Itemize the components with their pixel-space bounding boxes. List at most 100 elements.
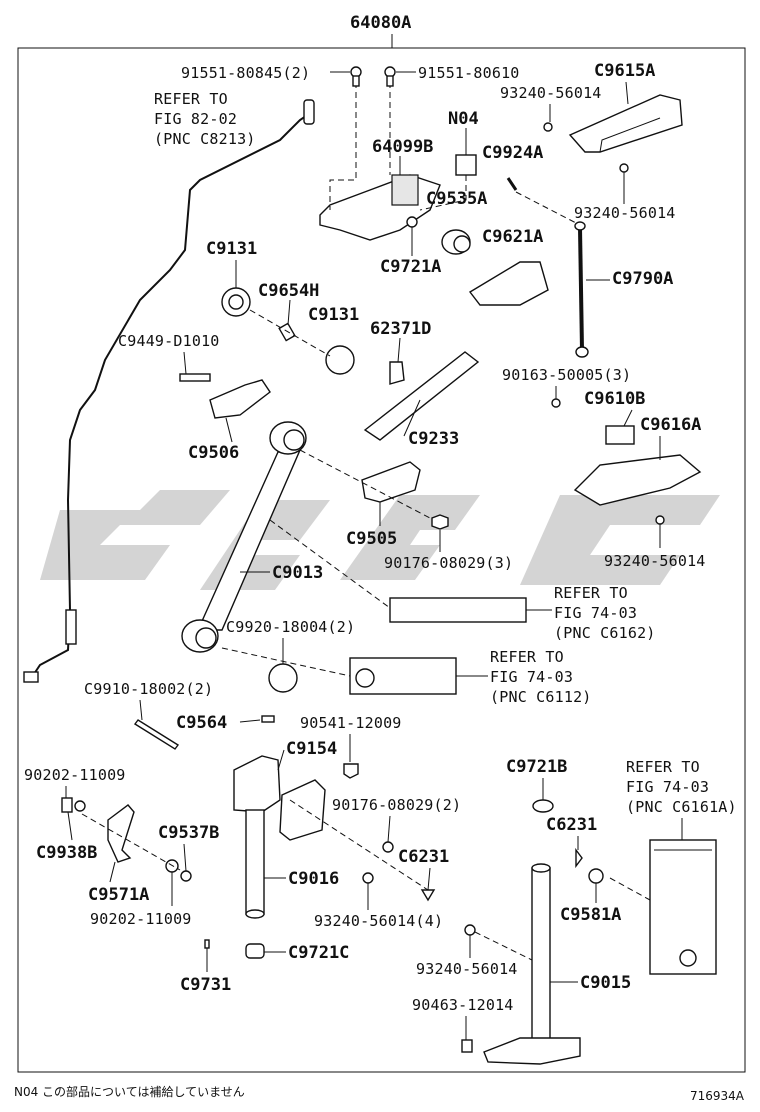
- switch-n04-dash: [419, 175, 467, 211]
- post-c9016: [245, 809, 265, 919]
- cap-90541: [343, 763, 359, 779]
- label-90541-12009: 90541-12009: [300, 714, 402, 732]
- bolt-91551-80845: [350, 66, 362, 87]
- label-c9721c: C9721C: [288, 943, 349, 963]
- ref-82-02-line-2: FIG 82-02: [154, 110, 237, 128]
- ref-c6112-line-1: REFER TO: [490, 648, 564, 666]
- label-c9615a: C9615A: [594, 61, 655, 81]
- sticker-dash-c: [609, 877, 651, 901]
- label-c9920-18004: C9920-18004(2): [226, 618, 355, 636]
- label-c9938b: C9938B: [36, 843, 97, 863]
- label-c9154: C9154: [286, 739, 337, 759]
- ref-82-02-line-1: REFER TO: [154, 90, 228, 108]
- bracket-dash: [289, 799, 429, 891]
- sticker-c6112-icon: [355, 668, 375, 688]
- pin-c9924a: [506, 177, 518, 191]
- label-c9721b: C9721B: [506, 757, 567, 777]
- label-91551-80845: 91551-80845(2): [181, 64, 310, 82]
- ref-c6162-line-3: (PNC C6162): [554, 624, 656, 642]
- pin-dash: [515, 191, 581, 226]
- label-c6231-b: C6231: [398, 847, 449, 867]
- nut-c9537b: [180, 870, 192, 882]
- label-c9506: C9506: [188, 443, 239, 463]
- label-leaders: [65, 71, 661, 1040]
- sticker-c6162: [389, 597, 527, 623]
- label-90463-12014: 90463-12014: [412, 996, 514, 1014]
- arm-c9013: [181, 421, 307, 653]
- label-n04: N04: [448, 109, 479, 129]
- label-c9571a: C9571A: [88, 885, 149, 905]
- latch-dash: [81, 813, 181, 871]
- label-c9731: C9731: [180, 975, 231, 995]
- cable-part: [23, 99, 315, 683]
- ref-c6161a-line-2: FIG 74-03: [626, 778, 709, 796]
- jack-dash: [474, 931, 533, 961]
- label-c9564: C9564: [176, 713, 227, 733]
- sticker-c6161a: [649, 839, 717, 975]
- label-c9924a: C9924A: [482, 143, 543, 163]
- label-c9016: C9016: [288, 869, 339, 889]
- label-c9581a: C9581A: [560, 905, 621, 925]
- disc-c9131-a: [221, 287, 251, 317]
- label-90202-11009-a: 90202-11009: [24, 766, 126, 784]
- part-labels: 91551-80845(2) 91551-80610 C9615A 93240-…: [24, 61, 706, 1014]
- switch-c9610b: [605, 425, 635, 445]
- rod-c9790a: [574, 221, 589, 358]
- label-c9621a: C9621A: [482, 227, 543, 247]
- rail-c9233: [363, 351, 480, 441]
- label-c9610b: C9610B: [584, 389, 645, 409]
- knob-c9581a: [588, 868, 604, 884]
- bolt-c9910: [133, 719, 180, 750]
- plate-c9506: [209, 379, 271, 419]
- label-c9910-18002: C9910-18002(2): [84, 680, 213, 698]
- reference-c6162: REFER TO FIG 74-03 (PNC C6162): [526, 584, 656, 642]
- bracket-c9154: [233, 755, 326, 841]
- label-c6231-a: C6231: [546, 815, 597, 835]
- arm-dash-a: [299, 449, 431, 519]
- label-c9535a: C9535A: [426, 189, 487, 209]
- label-93240-56014-c: 93240-56014: [604, 552, 706, 570]
- figure-code: 716934A: [690, 1089, 745, 1103]
- ref-82-02-line-3: (PNC C8213): [154, 130, 256, 148]
- label-90176-08029-3: 90176-08029(3): [384, 554, 513, 572]
- clip-c6231-a: [575, 847, 583, 869]
- switch-n04: [455, 154, 477, 176]
- pin-c9564: [261, 715, 275, 723]
- label-c9131-b: C9131: [308, 305, 359, 325]
- footnote: N04 この部品については補給していません: [14, 1084, 245, 1099]
- washer-c9920: [268, 663, 298, 693]
- label-c9721a: C9721A: [380, 257, 441, 277]
- pin-c9654h: [278, 322, 296, 342]
- nut-90176-2: [382, 841, 394, 853]
- plate-c9505: [361, 461, 421, 503]
- disc-c9131-b: [325, 345, 355, 375]
- washer-90202-a: [74, 800, 86, 812]
- label-90202-11009-b: 90202-11009: [90, 910, 192, 928]
- label-c9616a: C9616A: [640, 415, 701, 435]
- disc-dash: [249, 309, 331, 357]
- label-c9505: C9505: [346, 529, 397, 549]
- sticker-dash-b: [221, 647, 351, 677]
- bracket-c9621a: [468, 261, 549, 306]
- label-c9654h: C9654H: [258, 281, 319, 301]
- label-93240-56014-a: 93240-56014: [500, 84, 602, 102]
- cap-c9721c: [245, 943, 265, 959]
- cap-c9721b: [532, 799, 554, 813]
- ref-c6161a-line-1: REFER TO: [626, 758, 700, 776]
- spacer-90202-a: [61, 797, 73, 813]
- label-62371d: 62371D: [370, 319, 431, 339]
- sticker-dash-a: [269, 519, 391, 609]
- label-c9790a: C9790A: [612, 269, 673, 289]
- label-93240-56014-d: 93240-56014: [416, 960, 518, 978]
- ref-c6162-line-1: REFER TO: [554, 584, 628, 602]
- bolt-c9449: [179, 373, 211, 382]
- bolt-90463: [461, 1039, 473, 1053]
- screw-93240-c: [655, 515, 665, 525]
- label-90163-50005: 90163-50005(3): [502, 366, 631, 384]
- ref-c6161a-line-3: (PNC C6161A): [626, 798, 737, 816]
- label-c9233: C9233: [408, 429, 459, 449]
- pin-c9731: [204, 939, 210, 949]
- handle-c9615a: [543, 94, 683, 173]
- ref-c6112-line-3: (PNC C6112): [490, 688, 592, 706]
- label-90176-08029-2: 90176-08029(2): [332, 796, 461, 814]
